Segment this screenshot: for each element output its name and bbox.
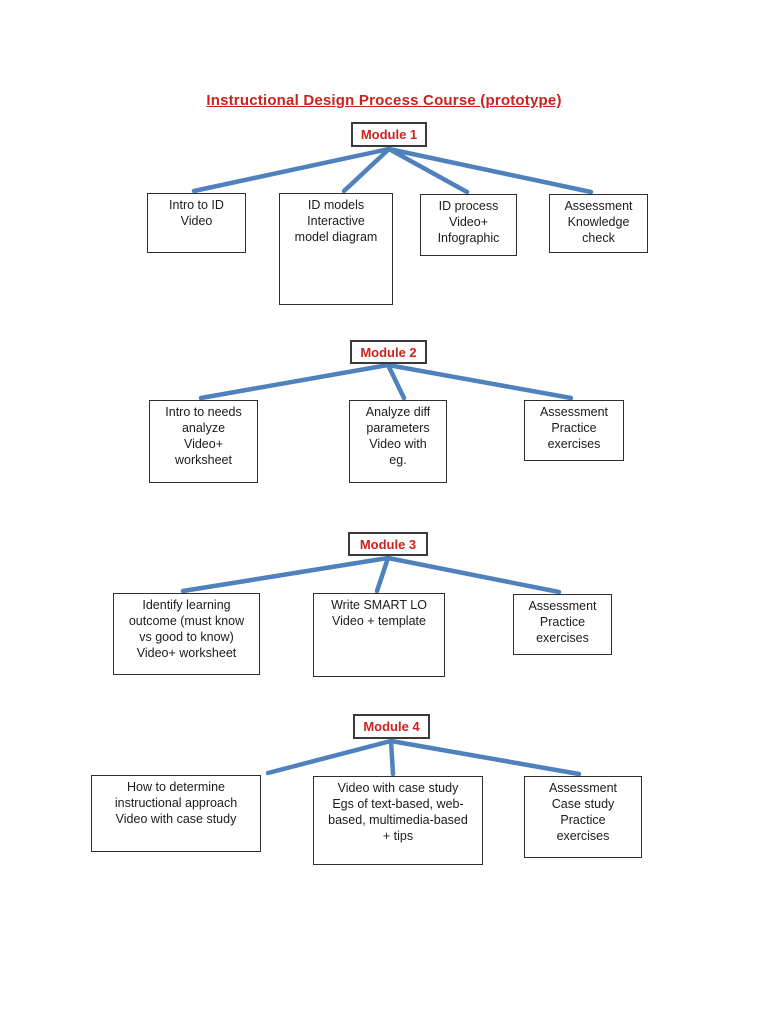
connector-m3-c2 <box>374 555 391 594</box>
m4-node-case-study-egs: Video with case study Egs of text-based,… <box>313 776 483 865</box>
connector-m1-c1 <box>191 146 392 194</box>
module-4-label: Module 4 <box>353 714 430 739</box>
connector-m4-c2 <box>388 738 396 777</box>
m2-node-needs-analyze: Intro to needs analyze Video+ worksheet <box>149 400 258 483</box>
m1-node-assessment: Assessment Knowledge check <box>549 194 648 253</box>
m3-node-assessment: Assessment Practice exercises <box>513 594 612 655</box>
m1-node-id-process: ID process Video+ Infographic <box>420 194 517 256</box>
page-title: Instructional Design Process Course (pro… <box>206 92 562 109</box>
connector-m2-c1 <box>198 362 391 401</box>
connector-m4-c3 <box>388 738 582 777</box>
m3-node-smart-lo: Write SMART LO Video + template <box>313 593 445 677</box>
connector-m4-c1 <box>265 738 394 776</box>
m4-node-instructional-approach: How to determine instructional approach … <box>91 775 261 852</box>
module-2-label: Module 2 <box>350 340 427 364</box>
connector-m1-c2 <box>341 146 392 194</box>
m2-node-analyze-diff: Analyze diff parameters Video with eg. <box>349 400 447 483</box>
m1-node-intro-to-id: Intro to ID Video <box>147 193 246 253</box>
connector-m1-c3 <box>386 146 470 195</box>
connector-m2-c2 <box>385 362 407 401</box>
m4-node-assessment: Assessment Case study Practice exercises <box>524 776 642 858</box>
module-1-label: Module 1 <box>351 122 427 147</box>
connector-m3-c3 <box>385 555 562 595</box>
module-3-label: Module 3 <box>348 532 428 556</box>
connector-m1-c4 <box>386 146 594 195</box>
m3-node-learning-outcome: Identify learning outcome (must know vs … <box>113 593 260 675</box>
connector-m2-c3 <box>385 362 574 401</box>
connector-m3-c1 <box>180 555 391 594</box>
m2-node-assessment: Assessment Practice exercises <box>524 400 624 461</box>
m1-node-id-models: ID models Interactive model diagram <box>279 193 393 305</box>
